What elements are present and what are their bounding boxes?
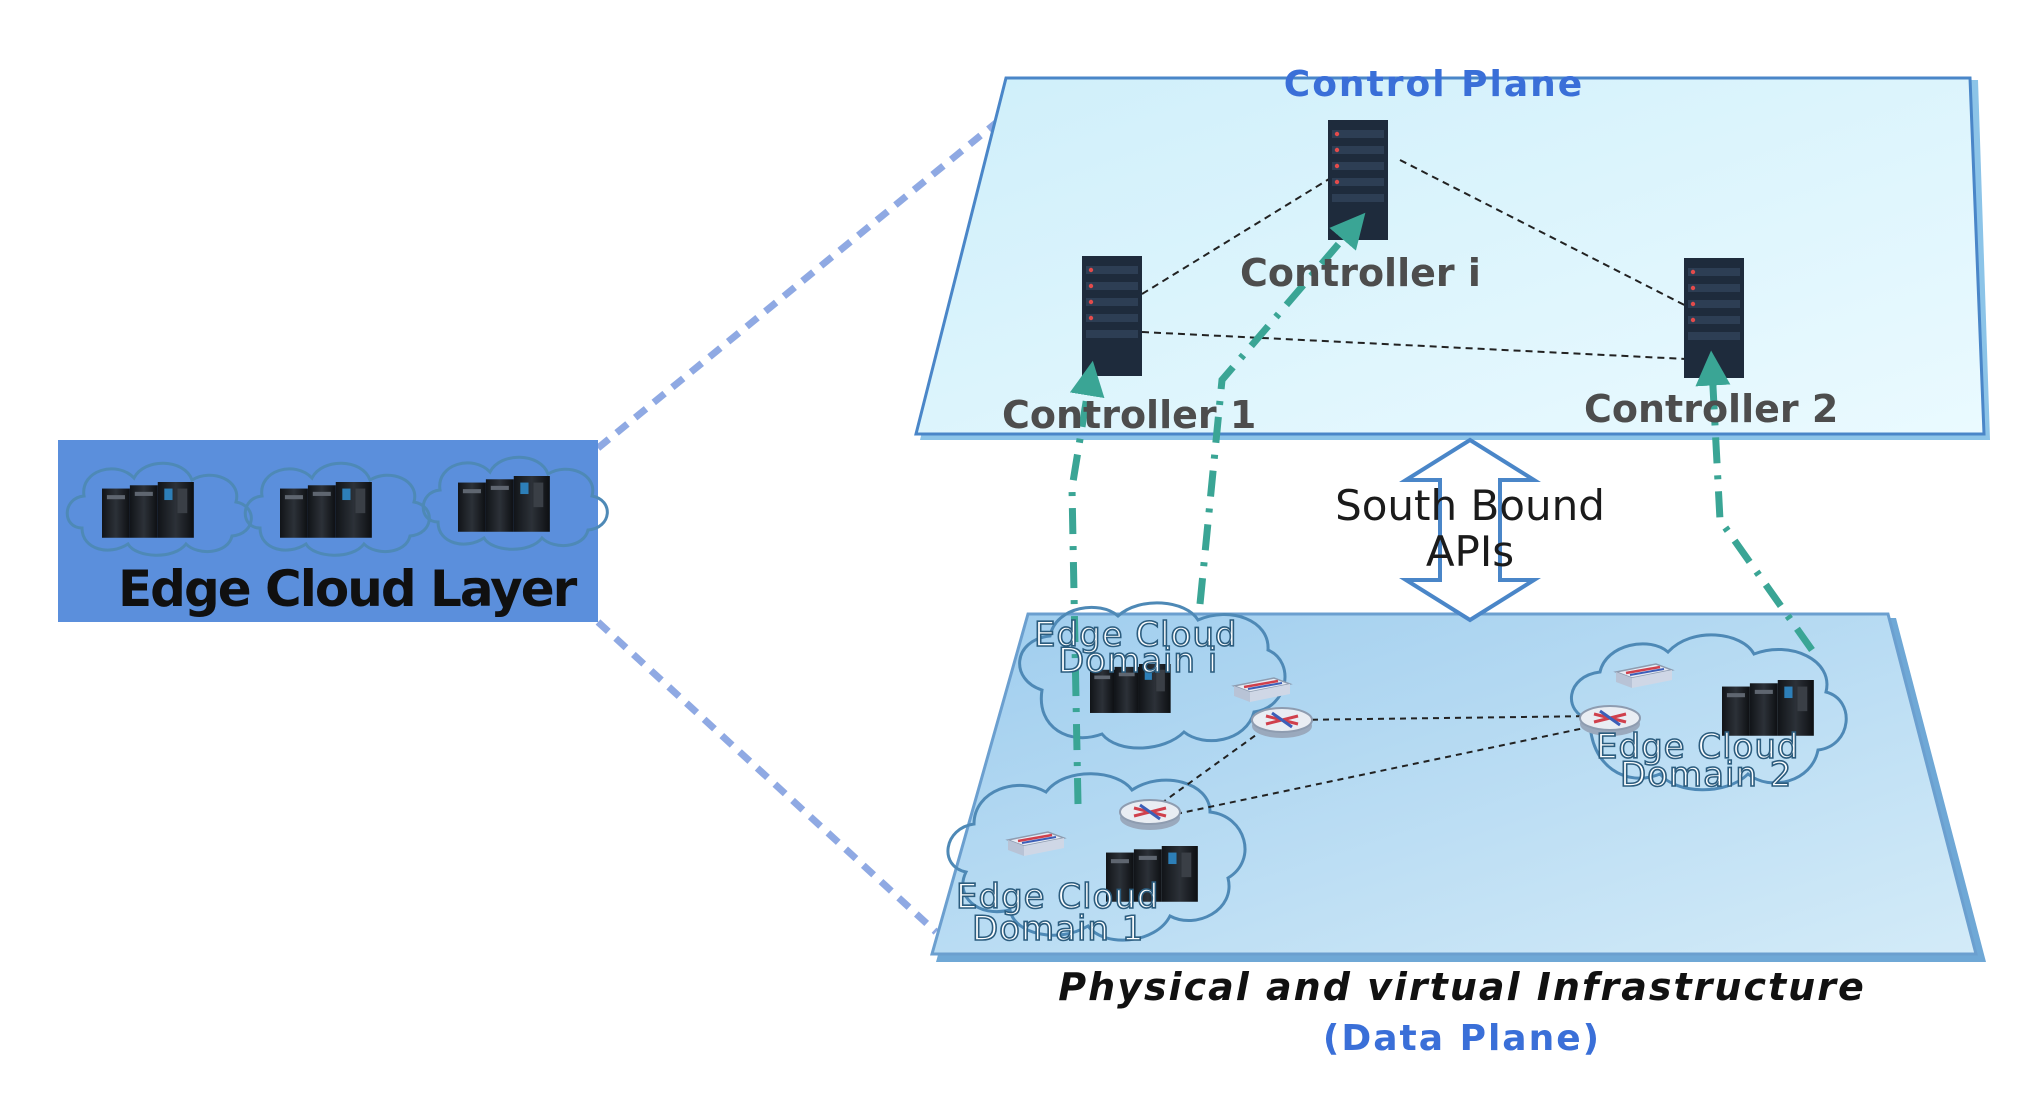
controller-1-server-icon: [1082, 256, 1142, 376]
domain-1-label-line1: Edge Cloud: [956, 877, 1160, 917]
zoom-link-upper: [595, 115, 1005, 451]
edge-cloud-domain-i: [1018, 601, 1287, 750]
domain-1-to-controller-1-arrow: [1068, 360, 1105, 805]
south-bound-label-line2: APIs: [1426, 527, 1514, 576]
zoom-link-lower: [595, 619, 939, 935]
controller-2-server-icon: [1684, 258, 1744, 378]
domain-2-label-line1: Edge Cloud: [1596, 727, 1800, 767]
controller-i-label: Controller i: [1240, 251, 1481, 295]
controller-mesh: [1141, 159, 1707, 361]
edge-cloud-layer-label: Edge Cloud Layer: [118, 560, 578, 618]
controller-2-label: Controller 2: [1584, 387, 1838, 431]
domain-i-label-line2: Domain i: [1058, 641, 1218, 681]
data-plane-links: [1151, 715, 1599, 815]
router-icon: [1250, 706, 1314, 740]
domain-i-label-line1: Edge Cloud: [1034, 615, 1238, 655]
data-plane-subcaption: (Data Plane): [1323, 1018, 1601, 1059]
controller-i-server-icon: [1328, 120, 1388, 240]
router-icon: [1118, 798, 1182, 832]
edge-cloud-layer-box: Edge Cloud Layer: [58, 440, 609, 622]
edge-cloud-domain-1: [946, 772, 1247, 942]
south-bound-arrow: [1399, 437, 1541, 623]
controller-1-label: Controller 1: [1002, 393, 1256, 437]
data-plane-caption: Physical and virtual Infrastructure: [1058, 965, 1865, 1009]
south-bound-label-line1: South Bound: [1335, 481, 1605, 530]
domain-1-label-line2: Domain 1: [972, 909, 1144, 949]
southbound-connections: [1068, 212, 1815, 805]
domain-2-label-line2: Domain 2: [1620, 755, 1792, 795]
domain-i-to-controller-i-arrow: [1196, 212, 1366, 605]
control-plane-title: Control Plane: [1284, 64, 1584, 105]
edge-cloud-domain-2: [1570, 633, 1848, 792]
